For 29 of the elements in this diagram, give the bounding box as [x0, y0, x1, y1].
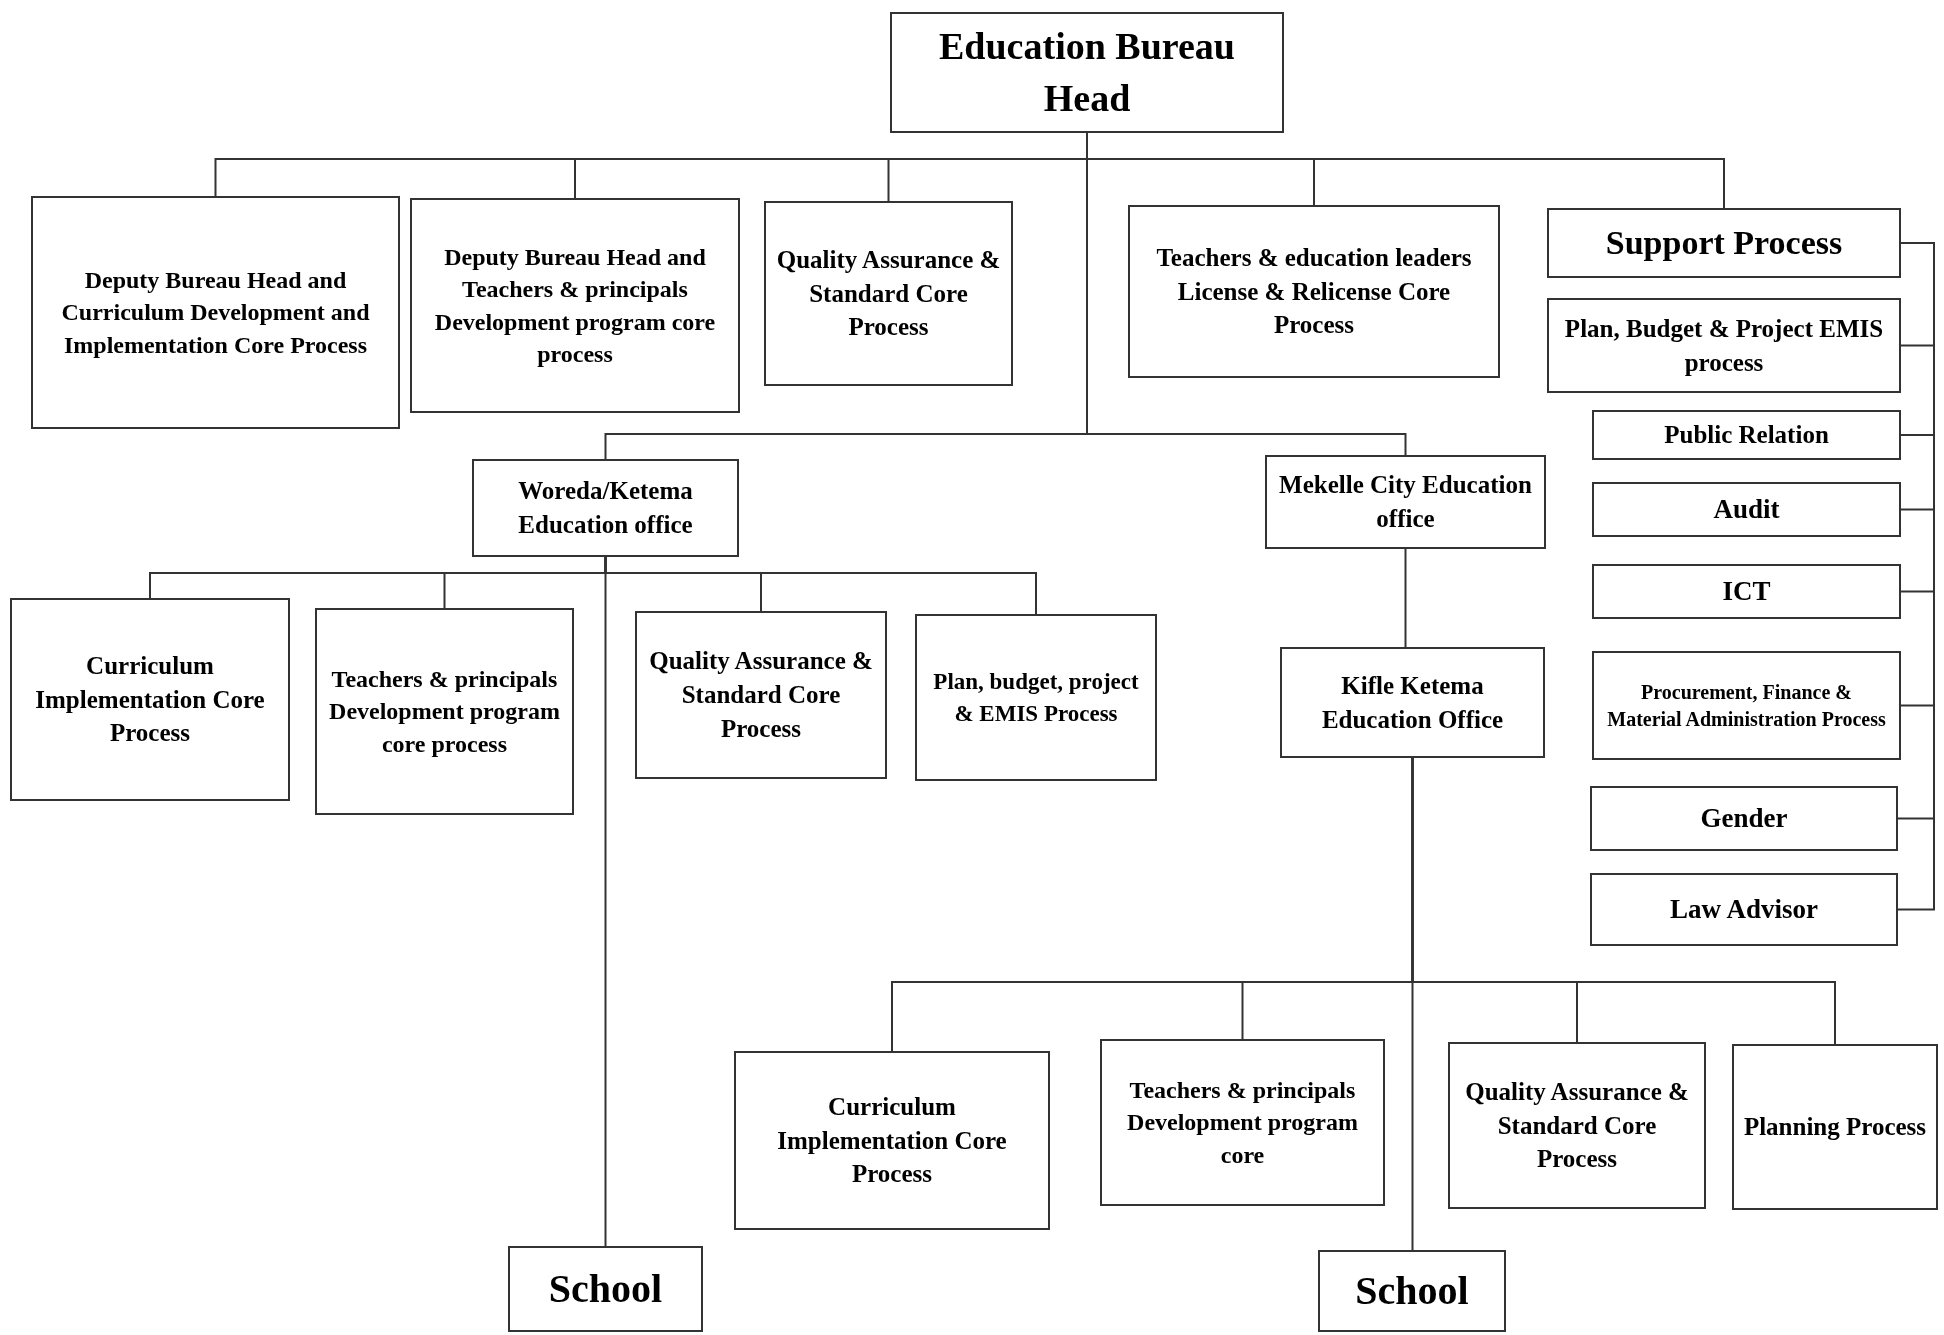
org-box: Teachers & principals Development program core — [1100, 1039, 1385, 1206]
org-box: Mekelle City Education office — [1265, 455, 1546, 549]
org-box: Curriculum Implementation Core Process — [734, 1051, 1050, 1230]
org-box: Audit — [1592, 482, 1901, 537]
org-box: Teachers & education leaders License & Relicense Core Process — [1128, 205, 1500, 378]
org-box: Gender — [1590, 786, 1898, 851]
org-box: Education Bureau Head — [890, 12, 1284, 133]
org-box: Deputy Bureau Head and Curriculum Development and Implementation Core Process — [31, 196, 400, 429]
org-box: School — [1318, 1250, 1506, 1332]
org-box: Law Advisor — [1590, 873, 1898, 946]
org-box: Teachers & principals Development program core process — [315, 608, 574, 815]
org-box: Plan, Budget & Project EMIS process — [1547, 298, 1901, 393]
org-box: School — [508, 1246, 703, 1332]
org-box: Quality Assurance & Standard Core Process — [1448, 1042, 1706, 1209]
connector-line — [1411, 757, 1414, 1251]
org-box: Procurement, Finance & Material Administration Process — [1592, 651, 1901, 760]
org-box: Woreda/Ketema Education office — [472, 459, 739, 557]
org-box: Quality Assurance & Standard Core Process — [764, 201, 1013, 386]
org-box: Plan, budget, project & EMIS Process — [915, 614, 1157, 781]
org-box: ICT — [1592, 564, 1901, 619]
org-box: Public Relation — [1592, 410, 1901, 460]
connector-line — [1404, 548, 1407, 648]
org-box: Support Process — [1547, 208, 1901, 278]
connector-line — [604, 556, 607, 1247]
org-box: Planning Process — [1732, 1044, 1938, 1210]
org-box: Deputy Bureau Head and Teachers & principals Development program core process — [410, 198, 740, 413]
org-box: Kifle Ketema Education Office — [1280, 647, 1545, 758]
org-box: Quality Assurance & Standard Core Process — [635, 611, 887, 779]
org-box: Curriculum Implementation Core Process — [10, 598, 290, 801]
